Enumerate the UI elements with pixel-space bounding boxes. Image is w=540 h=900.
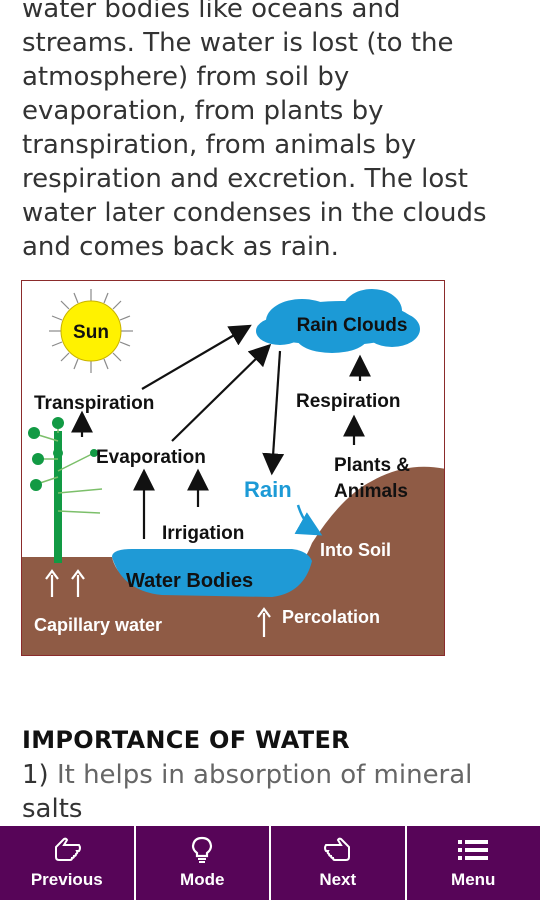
item-text: It helps in absorption of mineral [56,760,473,790]
menu-list-icon [457,836,489,864]
sun-label: Sun [73,322,109,343]
section-heading: IMPORTANCE OF WATER [22,726,350,754]
soil-ground [22,466,444,655]
item-text-cont: salts [22,794,83,824]
tree-icon [28,417,103,563]
arrow-cloud-to-rain [262,350,285,476]
water-body [112,549,312,597]
transpiration-label: Transpiration [34,393,154,414]
menu-button[interactable]: Menu [407,826,540,900]
cloud-icon [256,289,420,353]
item-number: 1) [22,760,49,790]
evaporation-label: Evaporation [96,447,206,468]
next-button[interactable]: Next [271,826,407,900]
rain-label: Rain [244,477,292,502]
list-item: 1) It helps in absorption of mineral sal… [22,758,522,826]
article-paragraph: water bodies like oceans and streams. Th… [22,0,527,264]
paragraph-line: streams. The water is lost (to the [22,28,454,58]
respiration-label: Respiration [296,391,401,412]
paragraph-line: and comes back as rain. [22,232,339,262]
mode-label: Mode [180,870,225,889]
menu-label: Menu [451,870,496,889]
water-cycle-diagram: Sun Rain Clouds [21,280,445,656]
paragraph-line: water bodies like oceans and [22,0,401,24]
into-soil-label: Into Soil [320,540,391,560]
previous-button[interactable]: Previous [0,826,136,900]
lightbulb-icon [190,836,214,864]
paragraph-line: water later condenses in the clouds [22,198,487,228]
water-bodies-label: Water Bodies [126,570,253,592]
sun-icon [49,289,133,373]
percolation-label: Percolation [282,607,380,627]
previous-label: Previous [30,870,103,889]
arrow-transpiration-to-cloud [141,324,252,390]
capillary-water-label: Capillary water [34,615,162,635]
paragraph-line: evaporation, from plants by [22,96,384,126]
hand-left-icon [52,836,82,864]
irrigation-label: Irrigation [162,523,244,544]
content-area: water bodies like oceans and streams. Th… [21,0,527,826]
arrow-evaporation-to-cloud [171,343,272,442]
rain-clouds-label: Rain Clouds [297,315,408,336]
next-label: Next [319,870,357,889]
mode-button[interactable]: Mode [136,826,271,900]
paragraph-line: respiration and excretion. The lost [22,164,468,194]
arrow-rain-to-soil [294,504,323,536]
hand-right-icon [323,836,353,864]
bottom-nav-bar: Previous Mode Next Menu [0,826,540,900]
paragraph-line: atmosphere) from soil by [22,62,350,92]
plants-animals-label-1: Plants & [334,455,410,476]
paragraph-line: transpiration, from animals by [22,130,417,160]
plants-animals-label-2: Animals [334,481,408,502]
